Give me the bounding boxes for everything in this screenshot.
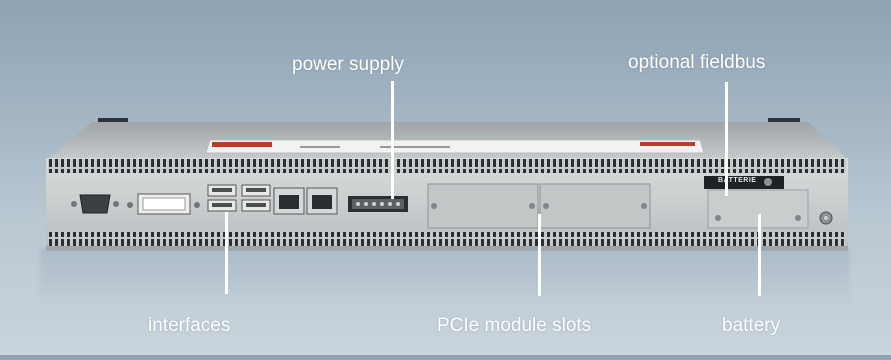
serial-port-connector [71, 194, 119, 214]
ethernet-ports [273, 187, 338, 215]
ground-screw [819, 211, 833, 225]
leader-line-battery [758, 214, 761, 296]
table-reflection [40, 248, 850, 308]
leader-line-optional-fieldbus [725, 82, 728, 196]
pcie-slot-cover-1 [427, 183, 539, 229]
dvi-port-connector [127, 193, 200, 215]
battery-plate [704, 176, 784, 189]
usb-ports [207, 184, 271, 212]
leader-line-pcie-module-slots [538, 214, 541, 296]
callout-interfaces: interfaces [148, 315, 231, 336]
vent-row-bottom [48, 232, 846, 246]
callout-power-supply: power supply [292, 54, 404, 75]
top-label-sticker [205, 139, 705, 154]
power-connector [348, 196, 408, 212]
pcie-slot-cover-2 [539, 183, 651, 229]
leader-line-power-supply [391, 81, 394, 199]
vent-row-top [48, 159, 846, 173]
callout-pcie-module-slots: PCIe module slots [437, 315, 592, 336]
callout-battery: battery [722, 315, 781, 336]
leader-line-interfaces [225, 212, 228, 294]
callout-optional-fieldbus: optional fieldbus [628, 52, 766, 73]
battery-plate-label: BATTERIE [718, 177, 757, 184]
